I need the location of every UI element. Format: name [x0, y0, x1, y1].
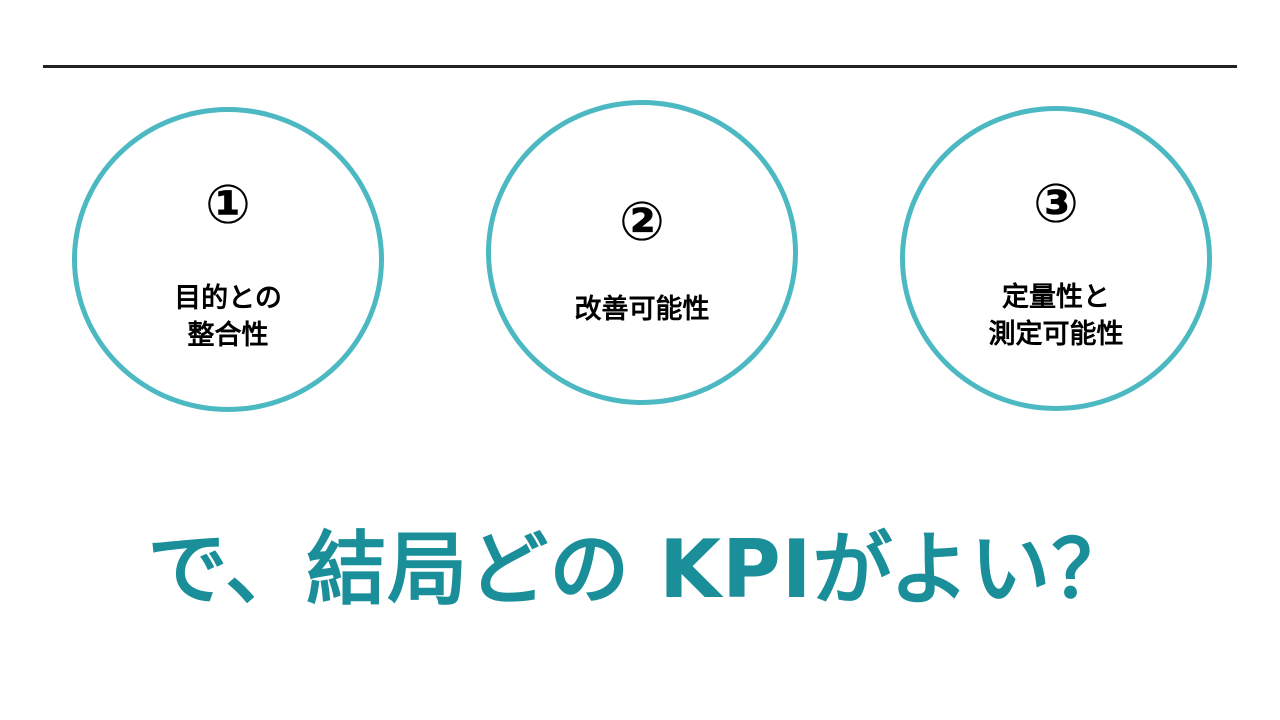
point-label-3-line-1: 定量性と — [1002, 282, 1110, 313]
top-divider — [43, 65, 1237, 68]
point-label-2-line-1: 改善可能性 — [574, 294, 710, 325]
point-label-3: 定量性と 測定可能性 — [905, 279, 1207, 353]
point-circle-1: ① 目的との 整合性 — [72, 107, 384, 412]
point-circle-3: ③ 定量性と 測定可能性 — [900, 106, 1212, 411]
point-number-2: ② — [619, 190, 665, 253]
point-label-1-line-2: 整合性 — [187, 320, 269, 351]
point-number-1: ① — [205, 173, 251, 236]
point-number-3: ③ — [1033, 172, 1079, 235]
point-circle-2: ② 改善可能性 — [486, 100, 798, 405]
headline-question: で、結局どの KPIがよい？ — [147, 523, 1133, 616]
point-label-3-line-2: 測定可能性 — [988, 319, 1124, 350]
point-label-1-line-1: 目的との — [174, 283, 282, 314]
point-label-2: 改善可能性 — [491, 291, 793, 328]
point-label-1: 目的との 整合性 — [77, 280, 379, 354]
